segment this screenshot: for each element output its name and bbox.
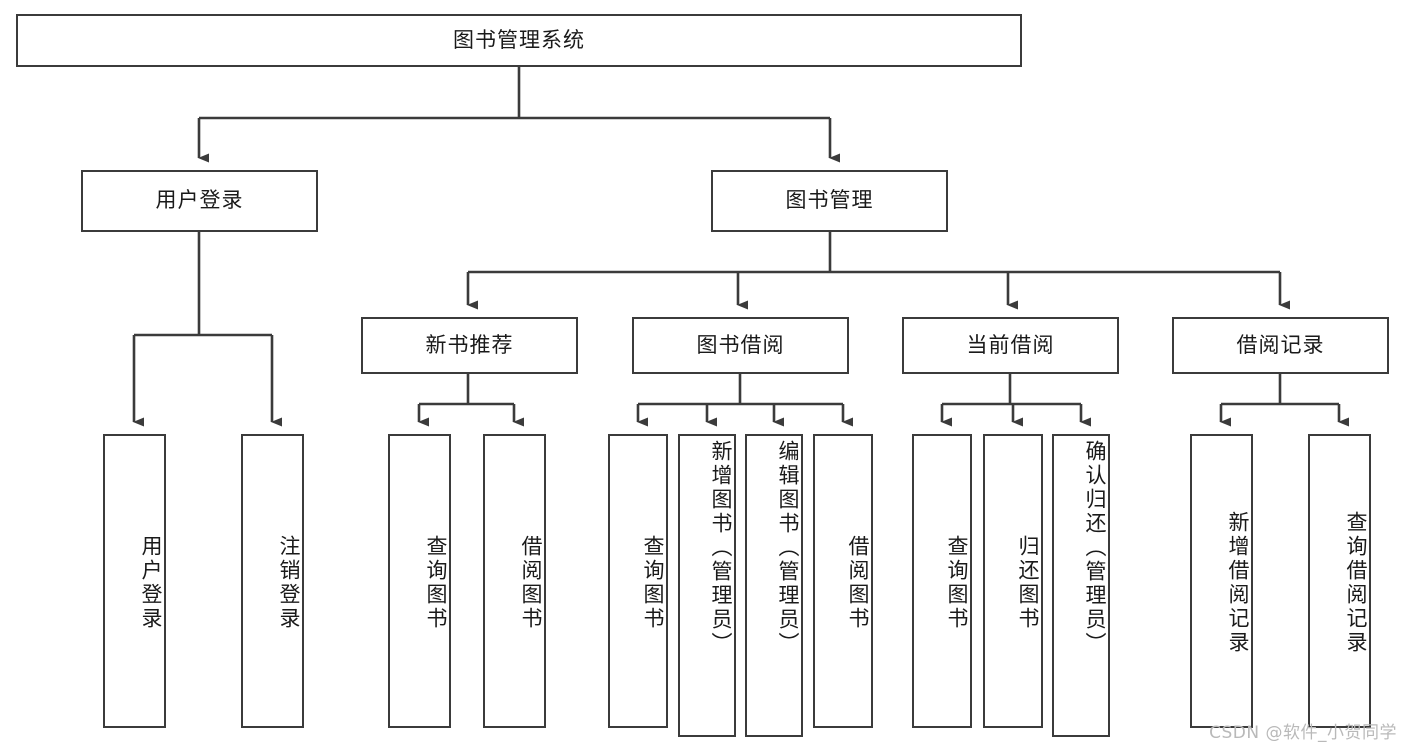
node-leaf-borrow-book-label: 借阅图书	[846, 535, 870, 631]
node-borrow-record-label: 借阅记录	[1236, 332, 1325, 357]
node-book-management[interactable]: 图书管理	[711, 170, 948, 232]
node-leaf-edit-book-admin-label: 编辑图书（管理员）	[776, 440, 800, 656]
node-leaf-query-borrow-record-label: 查询借阅记录	[1344, 511, 1368, 655]
node-leaf-user-login[interactable]: 用户登录	[103, 434, 166, 728]
node-leaf-return-book-label: 归还图书	[1016, 535, 1040, 631]
node-leaf-logout[interactable]: 注销登录	[241, 434, 304, 728]
node-new-book-recommend[interactable]: 新书推荐	[361, 317, 578, 374]
node-current-borrow[interactable]: 当前借阅	[902, 317, 1119, 374]
node-leaf-confirm-return-admin[interactable]: 确认归还（管理员）	[1052, 434, 1110, 737]
node-book-borrow[interactable]: 图书借阅	[632, 317, 849, 374]
node-root[interactable]: 图书管理系统	[16, 14, 1022, 67]
node-leaf-query-book-borrow-label: 查询图书	[641, 535, 665, 631]
node-leaf-borrow-book-rec-label: 借阅图书	[519, 535, 543, 631]
node-leaf-borrow-book-rec[interactable]: 借阅图书	[483, 434, 546, 728]
node-user-login[interactable]: 用户登录	[81, 170, 318, 232]
node-leaf-edit-book-admin[interactable]: 编辑图书（管理员）	[745, 434, 803, 737]
node-new-book-recommend-label: 新书推荐	[425, 332, 514, 357]
node-leaf-add-borrow-record-label: 新增借阅记录	[1226, 511, 1250, 655]
node-leaf-add-book-admin-label: 新增图书（管理员）	[709, 440, 733, 656]
node-leaf-user-login-label: 用户登录	[139, 535, 163, 631]
node-leaf-add-book-admin[interactable]: 新增图书（管理员）	[678, 434, 736, 737]
node-book-management-label: 图书管理	[785, 188, 874, 213]
node-leaf-confirm-return-admin-label: 确认归还（管理员）	[1083, 440, 1107, 656]
node-leaf-logout-label: 注销登录	[277, 535, 301, 631]
node-leaf-query-book-current[interactable]: 查询图书	[912, 434, 972, 728]
node-leaf-add-borrow-record[interactable]: 新增借阅记录	[1190, 434, 1253, 728]
node-leaf-return-book[interactable]: 归还图书	[983, 434, 1043, 728]
node-leaf-query-book-rec-label: 查询图书	[424, 535, 448, 631]
node-borrow-record[interactable]: 借阅记录	[1172, 317, 1389, 374]
node-current-borrow-label: 当前借阅	[966, 332, 1055, 357]
node-leaf-query-borrow-record[interactable]: 查询借阅记录	[1308, 434, 1371, 728]
node-leaf-borrow-book[interactable]: 借阅图书	[813, 434, 873, 728]
node-leaf-query-book-borrow[interactable]: 查询图书	[608, 434, 668, 728]
node-leaf-query-book-rec[interactable]: 查询图书	[388, 434, 451, 728]
node-leaf-query-book-current-label: 查询图书	[945, 535, 969, 631]
node-book-borrow-label: 图书借阅	[696, 332, 785, 357]
node-user-login-label: 用户登录	[155, 188, 244, 213]
node-root-label: 图书管理系统	[453, 27, 585, 52]
